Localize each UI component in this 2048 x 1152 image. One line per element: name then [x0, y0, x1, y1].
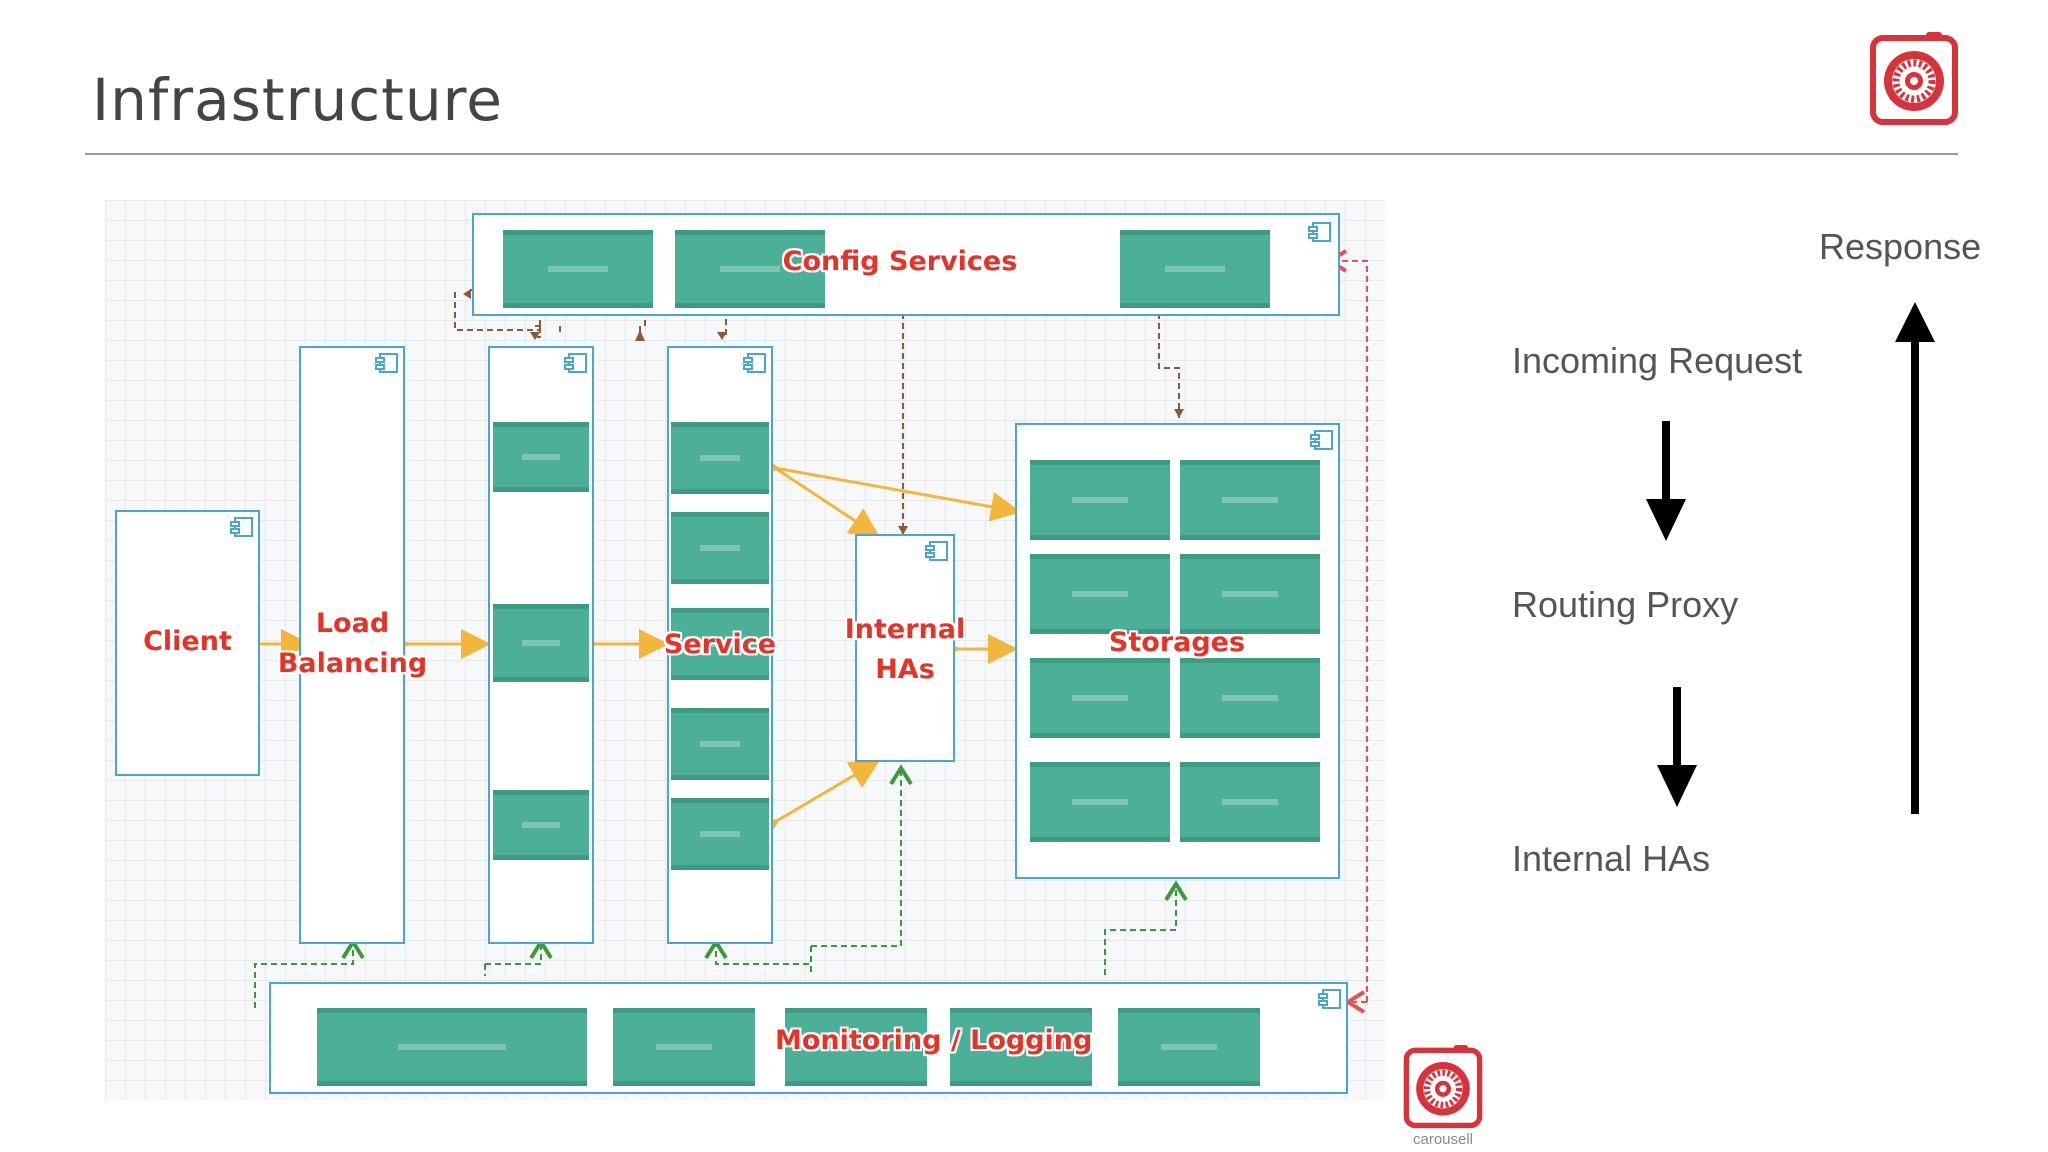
component-icon — [1318, 989, 1341, 1009]
service-tile-1 — [671, 422, 769, 494]
component-icon — [564, 353, 587, 373]
proxy-tile-3 — [493, 790, 589, 860]
service-tile-4 — [671, 708, 769, 780]
load-balancing-box — [299, 346, 405, 944]
config-tile-1 — [503, 230, 653, 308]
monitoring-tile-3 — [785, 1008, 927, 1086]
internal-has-text: Internal HAs — [1512, 838, 1711, 879]
carousell-brand-text: carousell — [1412, 1131, 1474, 1148]
storage-tile-2 — [1180, 460, 1320, 540]
down-arrow-icon — [1657, 687, 1697, 807]
storages-label: Storages — [1108, 627, 1246, 658]
config-tile-2 — [675, 230, 825, 308]
monitoring-tile-4 — [950, 1008, 1092, 1086]
monitoring-tile-2 — [613, 1008, 755, 1086]
monitoring-tile-1 — [317, 1008, 587, 1086]
config-tile-3 — [1120, 230, 1270, 308]
incoming-request-text: Incoming Request — [1512, 340, 1803, 381]
config-services-label: Config Services — [782, 246, 1018, 277]
service-tile-3 — [671, 608, 769, 680]
component-icon — [1308, 222, 1331, 242]
component-icon — [925, 541, 948, 561]
component-icon — [1310, 430, 1333, 450]
down-arrow-icon — [1646, 421, 1686, 541]
storage-tile-7 — [1030, 762, 1170, 842]
storage-tile-1 — [1030, 460, 1170, 540]
storage-tile-3 — [1030, 554, 1170, 634]
service-label: Service — [663, 629, 777, 660]
up-arrow-icon — [1895, 302, 1935, 814]
proxy-tile-1 — [493, 422, 589, 492]
internal-has-label: Internal HAs — [844, 614, 966, 685]
internal-has-box — [855, 534, 955, 762]
client-box — [115, 510, 260, 776]
carousell-small-logo: carousell — [1402, 1045, 1484, 1149]
monitoring-tile-5 — [1118, 1008, 1260, 1086]
storage-tile-4 — [1180, 554, 1320, 634]
response-text: Response — [1819, 226, 1982, 267]
routing-proxy-text: Routing Proxy — [1512, 584, 1739, 625]
proxy-tile-2 — [493, 604, 589, 682]
storage-tile-5 — [1030, 658, 1170, 738]
service-tile-5 — [671, 798, 769, 870]
title-divider — [85, 153, 1958, 155]
client-label: Client — [143, 626, 232, 657]
component-icon — [230, 517, 253, 537]
component-icon — [743, 353, 766, 373]
load-balancing-label: Load Balancing — [277, 608, 428, 679]
storage-tile-8 — [1180, 762, 1320, 842]
carousell-camera-icon — [1403, 1045, 1483, 1129]
infrastructure-diagram: Config Services Client Load Balancing Se… — [105, 200, 1385, 1100]
carousell-logo — [1870, 32, 1958, 125]
storage-tile-6 — [1180, 658, 1320, 738]
connector-lines — [254, 249, 1368, 1014]
monitoring-logging-label: Monitoring / Logging — [775, 1025, 1093, 1056]
page-title: Infrastructure — [92, 66, 503, 134]
component-icon — [375, 353, 398, 373]
service-tile-2 — [671, 512, 769, 584]
